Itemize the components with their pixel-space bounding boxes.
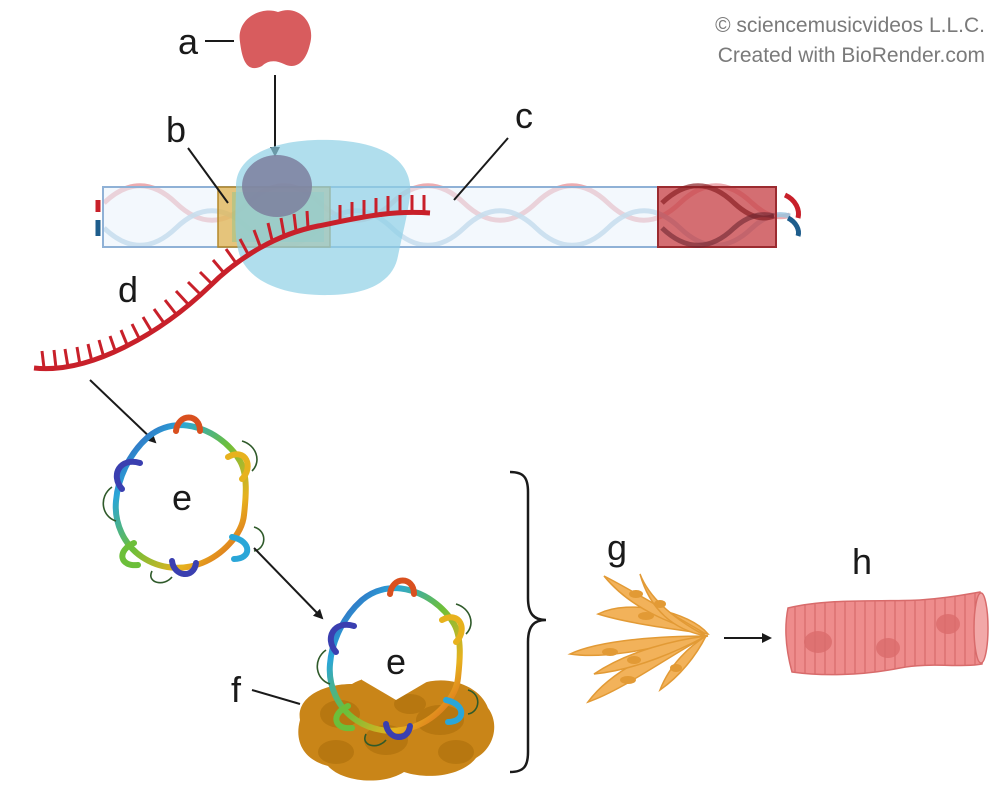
- label-c: c: [515, 95, 533, 136]
- label-line-b: [187, 147, 229, 204]
- protein-complex-e2: [316, 577, 479, 747]
- label-a: a: [178, 21, 199, 62]
- label-e-bottom: e: [386, 641, 406, 682]
- copyright-credit: © sciencemusicvideos L.L.C.: [715, 14, 985, 37]
- arrow-protein-to-target: [253, 547, 324, 620]
- mrna-transcript-d: [33, 195, 431, 372]
- gene-coding-region: [657, 183, 777, 248]
- label-g: g: [607, 527, 627, 568]
- protein-complex-e1: [102, 414, 265, 584]
- muscle-fiber-h: [785, 591, 989, 676]
- label-e-top: e: [172, 477, 192, 518]
- spindle-cells-g: [567, 573, 710, 704]
- rna-polymerase: [235, 139, 411, 296]
- grouping-brace: [509, 470, 547, 774]
- label-d: d: [118, 269, 138, 310]
- label-line-c: [453, 137, 509, 201]
- label-line-f: [251, 689, 301, 705]
- label-f: f: [231, 669, 242, 710]
- label-b: b: [166, 109, 186, 150]
- label-h: h: [852, 541, 872, 582]
- transcription-factor-a: [239, 10, 312, 69]
- biorender-credit: Created with BioRender.com: [718, 44, 985, 67]
- arrow-mrna-to-protein: [89, 379, 157, 444]
